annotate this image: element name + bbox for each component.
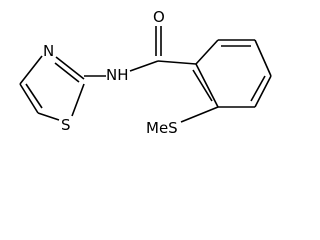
bond-ar6-ar1-inner — [192, 69, 213, 102]
bond-ar1-ar2 — [195, 39, 219, 65]
bond-c5-s1 — [37, 112, 60, 121]
bond-nh-co — [129, 60, 159, 72]
bond-ar3-ar4 — [254, 39, 272, 77]
bond-ar6-ar1 — [195, 63, 219, 108]
bond-c4-n3 — [19, 55, 43, 85]
bond-n3-c2-inner — [54, 62, 80, 83]
bond-c4-c5-inner — [25, 83, 43, 109]
bond-ar4-ar5-inner — [250, 75, 266, 102]
chemical-structure: N S NH O MeS — [19, 8, 272, 137]
bond-ar6-s — [180, 106, 219, 123]
bond-c4-c5 — [19, 83, 39, 114]
bond-n3-c2 — [55, 56, 85, 80]
bond-s1-c2 — [71, 83, 85, 117]
atom-label-oxygen: O — [153, 8, 165, 26]
atom-label-n-ring: N — [43, 42, 54, 60]
bond-ar4-ar5 — [254, 75, 272, 108]
atom-label-s-ring: S — [61, 116, 71, 134]
atom-label-mes: MeS — [146, 119, 178, 137]
bond-co-ar1 — [157, 60, 197, 65]
atom-label-nh: NH — [106, 66, 129, 84]
